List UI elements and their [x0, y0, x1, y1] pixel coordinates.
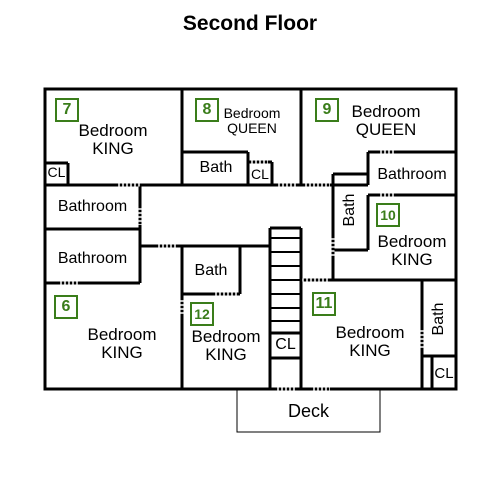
room-11-type: Bedroom — [335, 323, 405, 342]
room-9-label: Bedroom QUEEN — [336, 103, 436, 139]
room-12-bed: KING — [205, 345, 247, 364]
room-10-bed: KING — [391, 250, 433, 269]
room-number-badge-7: 7 — [55, 98, 79, 122]
closet-label-stairs: CL — [275, 336, 296, 353]
deck-label: Deck — [287, 401, 329, 421]
room-7-label: Bedroom KING — [68, 122, 158, 158]
room-8-type: Bedroom — [223, 105, 281, 121]
outer-wall — [43, 87, 458, 391]
room-11-label: Bedroom KING — [320, 324, 420, 360]
door-openings — [60, 150, 424, 391]
bathroom-label-left-lower: Bathroom — [57, 250, 128, 267]
room-6-label: Bedroom KING — [72, 326, 172, 362]
room-number-badge-9: 9 — [315, 98, 339, 122]
bath-label-vertical-10: Bath — [341, 193, 358, 227]
room-10-label: Bedroom KING — [368, 233, 456, 269]
room-number-badge-10: 10 — [376, 203, 400, 227]
room-number-badge-12: 12 — [190, 302, 214, 326]
room-9-bed: QUEEN — [355, 120, 417, 139]
plan-title: Second Floor — [182, 12, 318, 35]
closet-label-11: CL — [434, 365, 454, 382]
room-8-label: Bedroom QUEEN — [214, 106, 290, 136]
room-7-bed: KING — [92, 139, 134, 158]
room-12-type: Bedroom — [191, 327, 261, 346]
closet-label-8: CL — [251, 166, 269, 182]
room-number-badge-11: 11 — [312, 292, 336, 316]
room-6-type: Bedroom — [87, 325, 157, 344]
room-6-bed: KING — [101, 343, 143, 362]
room-10-type: Bedroom — [377, 232, 447, 251]
bath-label-12: Bath — [194, 262, 228, 279]
stair-treads — [270, 237, 301, 322]
bath-label-vertical-11: Bath — [430, 302, 447, 336]
room-number-badge-6: 6 — [54, 295, 78, 319]
room-12-label: Bedroom KING — [182, 328, 270, 364]
room-8-bed: QUEEN — [227, 120, 277, 136]
room-7-type: Bedroom — [78, 121, 148, 140]
room-number-badge-8: 8 — [195, 98, 219, 122]
bath-label-8: Bath — [199, 159, 233, 176]
room-11-bed: KING — [349, 341, 391, 360]
closet-label-7: CL — [47, 164, 66, 180]
bathroom-label-right: Bathroom — [377, 166, 447, 183]
room-9-type: Bedroom — [351, 102, 421, 121]
bathroom-label-left-upper: Bathroom — [57, 198, 128, 215]
